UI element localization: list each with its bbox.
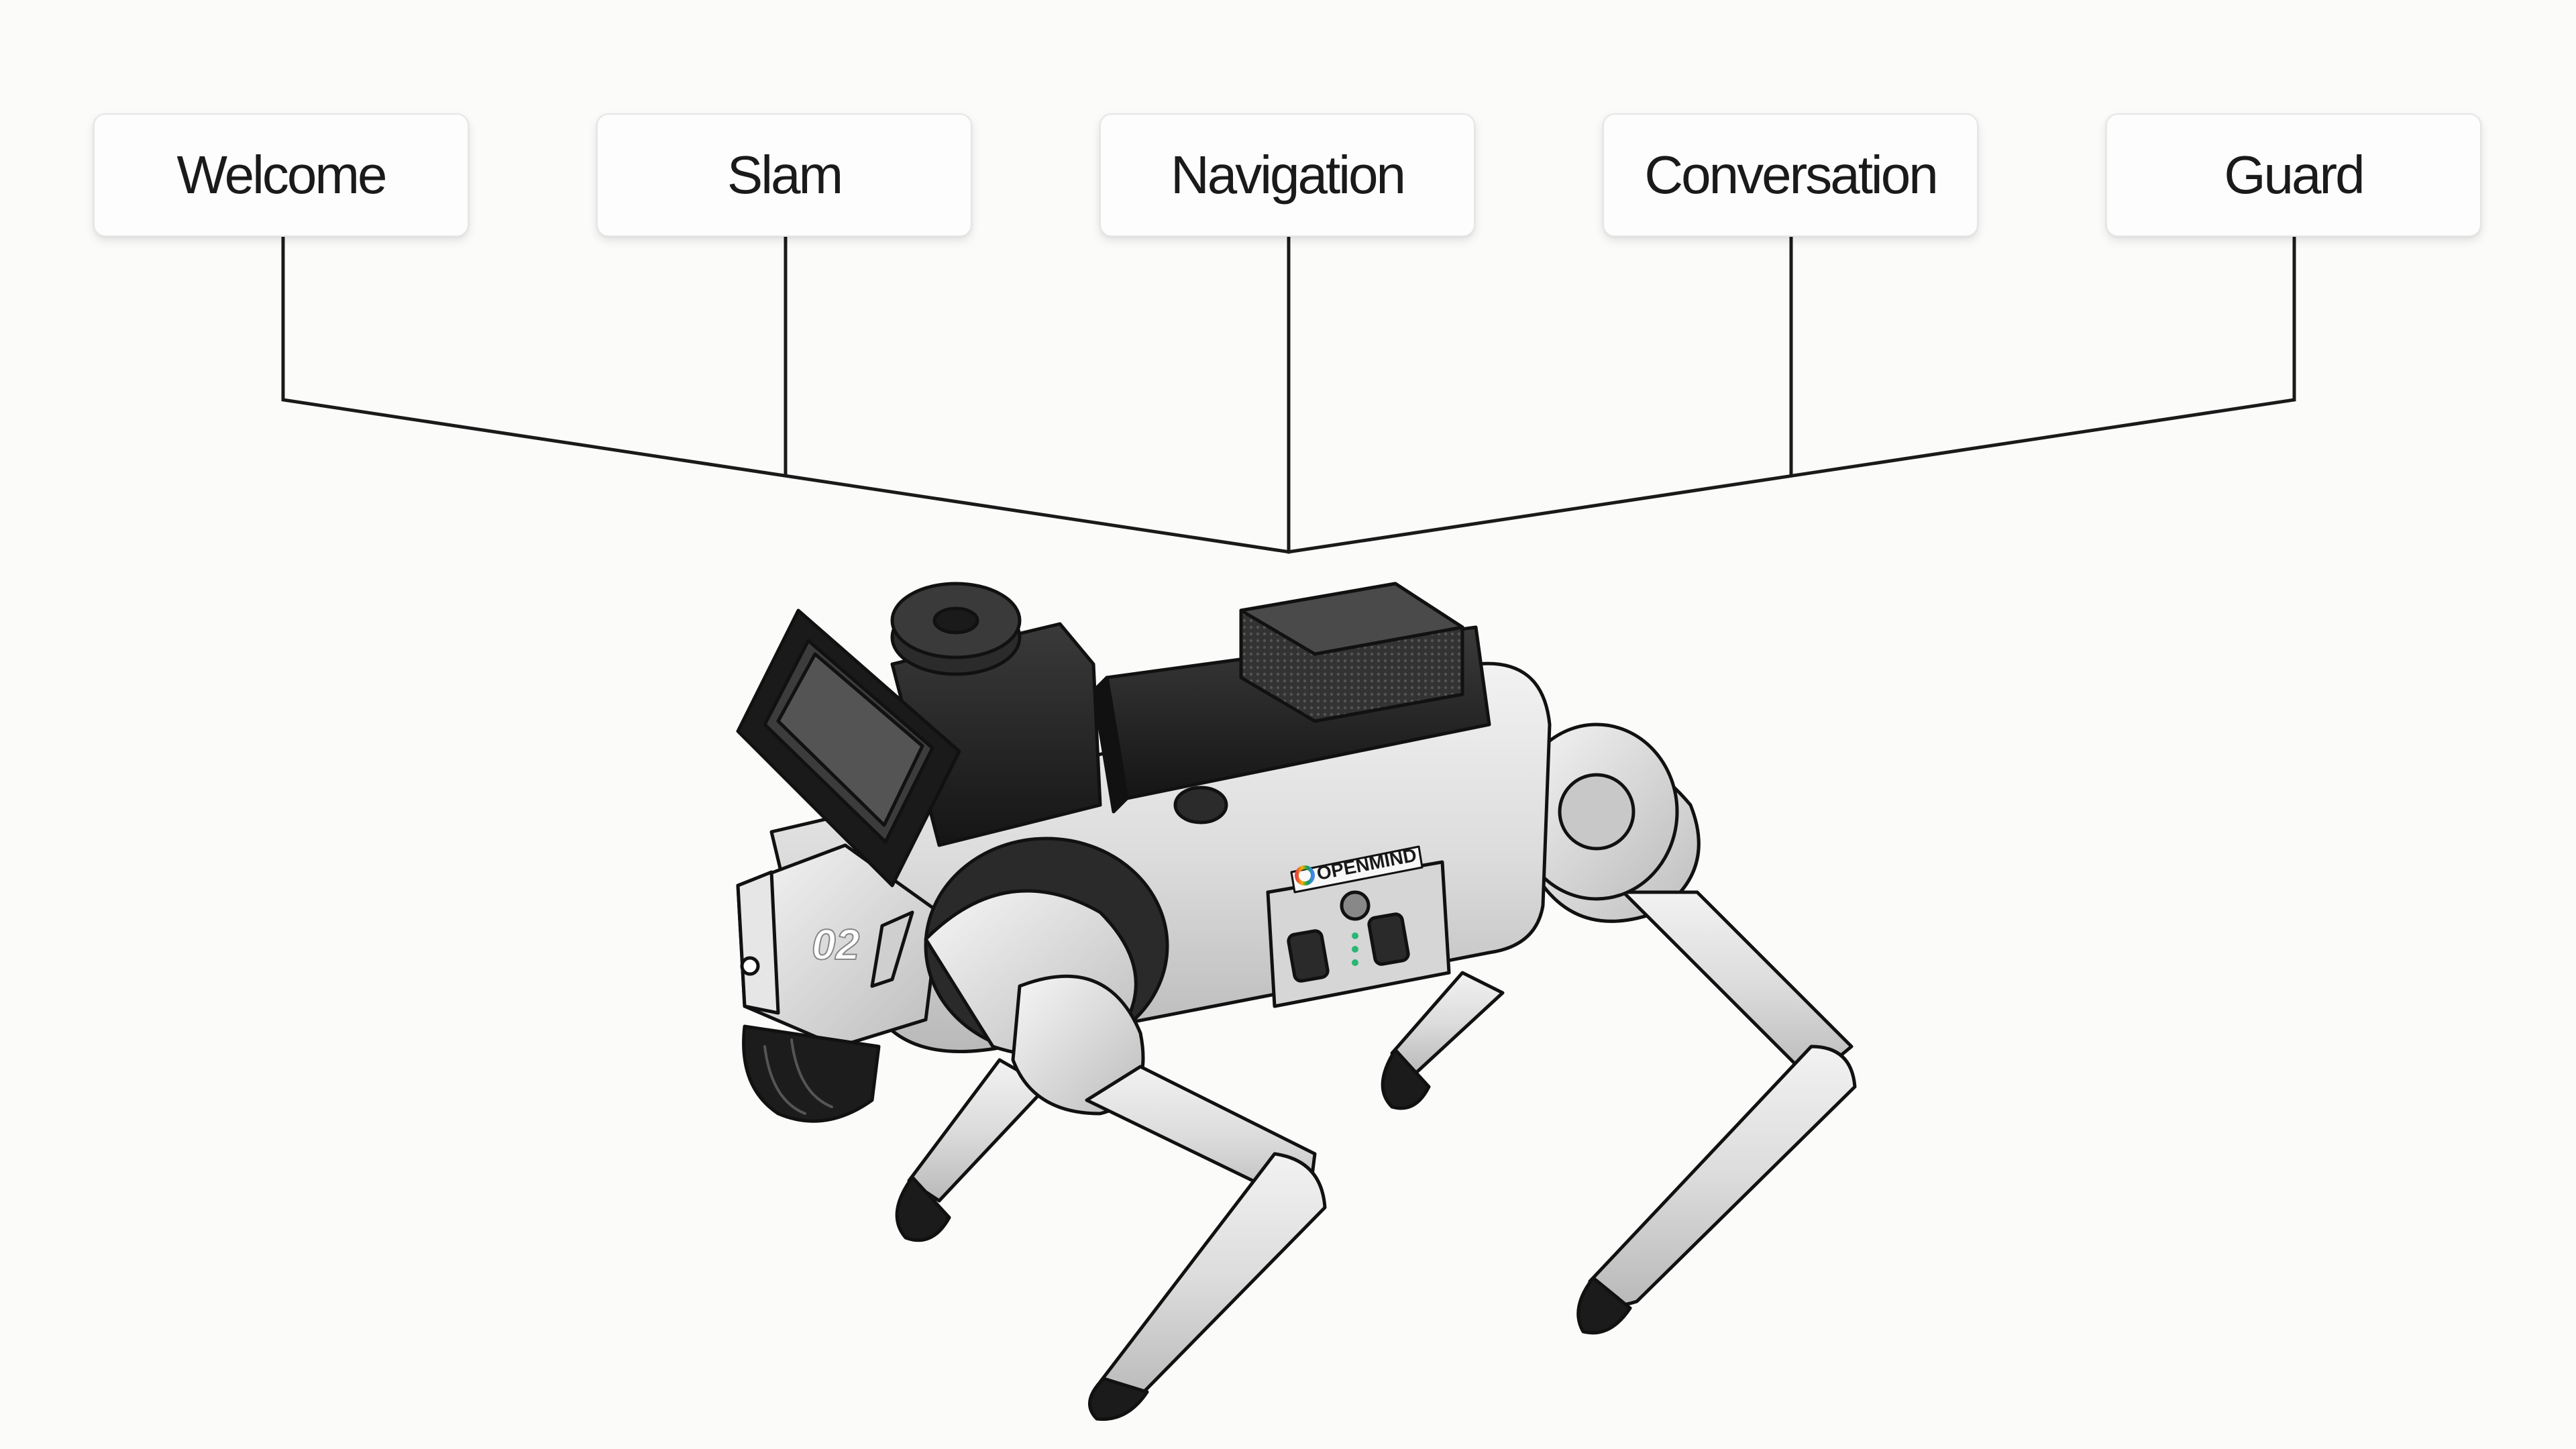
payload-modules xyxy=(890,582,1491,847)
robot-head xyxy=(736,843,941,1123)
connector-guard xyxy=(1287,237,2296,554)
connector-welcome xyxy=(281,237,1291,554)
mode-conversation-button[interactable]: Conversation xyxy=(1603,113,1978,237)
rear-near-leg xyxy=(1514,722,1857,1335)
mode-guard-button[interactable]: Guard xyxy=(2106,113,2481,237)
mode-slam-label: Slam xyxy=(727,145,843,205)
rear-far-leg xyxy=(1381,971,1505,1110)
openmind-logo xyxy=(1290,845,1424,894)
front-near-leg xyxy=(924,837,1327,1421)
mode-navigation-label: Navigation xyxy=(1170,145,1406,205)
mode-guard-label: Guard xyxy=(2224,145,2365,205)
mode-welcome-button[interactable]: Welcome xyxy=(93,113,469,237)
display-screen xyxy=(736,608,961,888)
mode-slam-button[interactable]: Slam xyxy=(596,113,972,237)
mode-welcome-label: Welcome xyxy=(176,145,388,205)
mode-conversation-label: Conversation xyxy=(1644,145,1938,205)
mode-navigation-button[interactable]: Navigation xyxy=(1099,113,1475,237)
unit-number-label: 02 xyxy=(812,920,859,969)
front-far-leg xyxy=(895,1058,1049,1242)
